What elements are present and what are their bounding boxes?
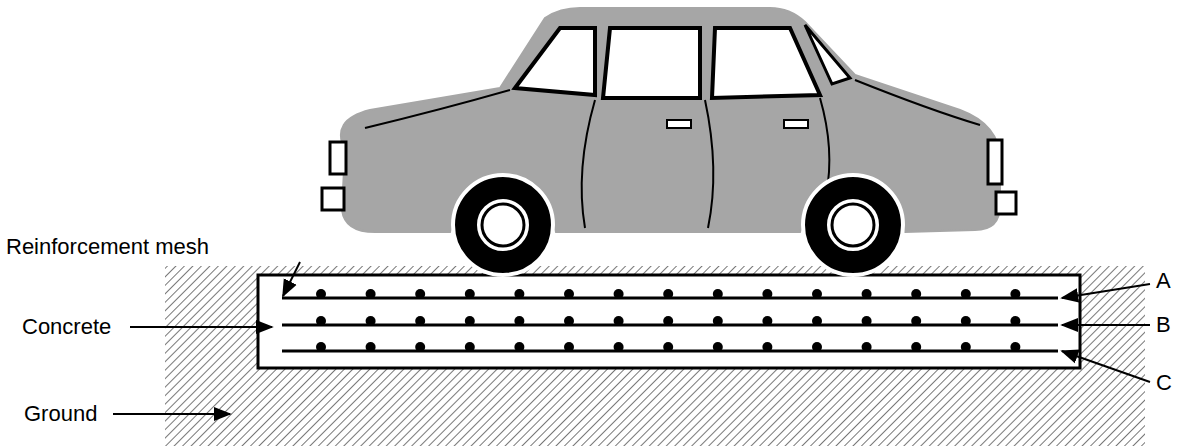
mesh-rod: [564, 316, 574, 326]
mesh-rod: [862, 289, 872, 299]
part-label: Ground: [24, 403, 97, 425]
part-label: Reinforcement mesh: [6, 236, 209, 258]
reinforcement-mesh: [282, 289, 1058, 352]
mesh-rod: [762, 316, 772, 326]
mesh-rod: [911, 316, 921, 326]
mesh-rod: [316, 316, 326, 326]
mesh-rod: [911, 289, 921, 299]
mesh-rod: [514, 316, 524, 326]
mesh-rod: [762, 289, 772, 299]
mesh-rod: [1010, 316, 1020, 326]
mesh-rod: [366, 316, 376, 326]
mesh-rod: [465, 342, 475, 352]
mesh-rod: [862, 316, 872, 326]
callout-letter: B: [1156, 314, 1171, 336]
part-label: Concrete: [22, 316, 111, 338]
mesh-rod: [713, 342, 723, 352]
car: [322, 8, 1016, 275]
mesh-rod: [564, 342, 574, 352]
mesh-rod: [514, 342, 524, 352]
mesh-rod: [1010, 342, 1020, 352]
ground-hatch: [165, 266, 1145, 446]
mesh-rod: [564, 289, 574, 299]
mesh-rod: [415, 316, 425, 326]
leader-lines: [113, 262, 1150, 414]
mesh-rod: [316, 289, 326, 299]
mesh-rod: [366, 342, 376, 352]
mesh-rod: [713, 316, 723, 326]
mesh-rod: [812, 342, 822, 352]
mesh-rod: [812, 289, 822, 299]
mesh-rod: [911, 342, 921, 352]
mesh-rod: [713, 289, 723, 299]
mesh-rod: [514, 289, 524, 299]
mesh-rod: [762, 342, 772, 352]
callout-letter: C: [1156, 372, 1172, 394]
mesh-rod: [465, 316, 475, 326]
mesh-rod: [366, 289, 376, 299]
mesh-rod: [415, 342, 425, 352]
mesh-rod: [961, 289, 971, 299]
mesh-rod: [415, 289, 425, 299]
mesh-rod: [812, 316, 822, 326]
mesh-rod: [663, 342, 673, 352]
mesh-rod: [862, 342, 872, 352]
concrete-slab: [258, 275, 1080, 368]
mesh-rod: [316, 342, 326, 352]
mesh-rod: [961, 316, 971, 326]
mesh-rod: [465, 289, 475, 299]
mesh-rod: [1010, 289, 1020, 299]
mesh-rod: [614, 289, 624, 299]
mesh-rod: [663, 289, 673, 299]
callout-letter: A: [1156, 270, 1171, 292]
mesh-rod: [663, 316, 673, 326]
mesh-rod: [614, 316, 624, 326]
mesh-rod: [614, 342, 624, 352]
mesh-rod: [961, 342, 971, 352]
